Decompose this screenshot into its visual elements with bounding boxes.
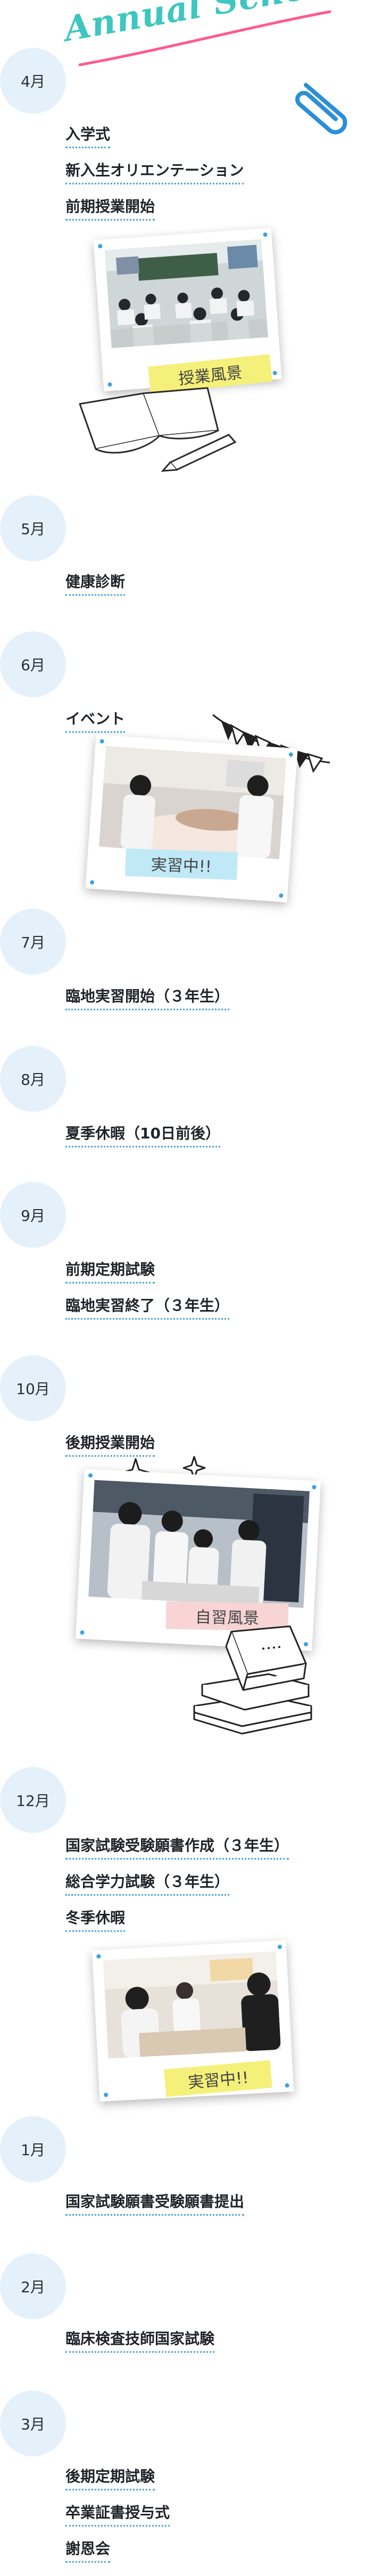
book-stack-icon <box>193 1625 312 1735</box>
event-item: 入学式 <box>65 125 111 148</box>
study-image <box>88 1480 310 1608</box>
event-item: 新入生オリエンテーション <box>65 162 244 184</box>
photo-practice-scene-2 <box>92 1940 294 2102</box>
corner-dot <box>103 2092 109 2097</box>
month-badge-oct: 10月 <box>0 1355 66 1421</box>
event-item: 後期定期試験 <box>65 2468 155 2490</box>
corner-dot <box>272 370 277 376</box>
event-item: 臨地実習終了（３年生） <box>65 1297 230 1320</box>
corner-dot <box>277 1945 282 1949</box>
corner-dot <box>279 893 284 898</box>
month-badge-jul: 7月 <box>0 909 66 975</box>
paperclip-icon <box>295 83 347 134</box>
event-item: イベント <box>65 710 126 733</box>
practice-image <box>98 746 287 859</box>
corner-dot <box>98 243 103 249</box>
event-item: 臨地実習開始（３年生） <box>65 987 230 1010</box>
event-item: 臨床検査技師国家試験 <box>65 2330 215 2353</box>
corner-dot <box>89 880 95 885</box>
month-badge-jan: 1月 <box>0 2116 66 2182</box>
month-badge-may: 5月 <box>0 495 66 561</box>
corner-dot <box>285 2083 289 2088</box>
corner-dot <box>288 752 294 757</box>
event-item: 謝恩会 <box>65 2540 111 2563</box>
photo-study-frame <box>75 1468 321 1651</box>
corner-dot <box>99 739 104 744</box>
month-badge-dec: 12月 <box>0 1767 66 1833</box>
photo-practice-scene <box>85 734 298 902</box>
event-item: 前期定期試験 <box>65 1261 155 1283</box>
event-item: 国家試験願書受験願書提出 <box>65 2193 245 2216</box>
corner-dot <box>263 232 268 237</box>
event-item: 国家試験受験願書作成（３年生） <box>65 1837 289 1860</box>
event-item: 夏季休暇（10日前後） <box>65 1125 220 1147</box>
corner-dot <box>80 1630 85 1635</box>
month-badge-jun: 6月 <box>0 631 66 697</box>
event-item: 総合学力試験（３年生） <box>65 1873 230 1896</box>
practice-image-2 <box>103 1951 281 2059</box>
month-badge-aug: 8月 <box>0 1046 66 1112</box>
month-badge-apr: 4月 <box>0 48 66 114</box>
classroom-image <box>104 239 269 349</box>
event-item: 冬季休暇 <box>65 1909 126 1932</box>
event-item: 健康診断 <box>65 573 126 596</box>
notebook-doodle-icon <box>79 387 237 472</box>
event-item: 前期授業開始 <box>65 198 155 221</box>
corner-dot <box>96 1954 101 1959</box>
caption-tape: 実習中!! <box>125 848 238 880</box>
month-badge-sep: 9月 <box>0 1182 66 1248</box>
title-underline <box>78 10 331 66</box>
month-badge-mar: 3月 <box>0 2391 66 2456</box>
page-header: Annual Schedule <box>0 0 374 74</box>
corner-dot <box>312 1485 317 1490</box>
event-item: 卒業証書授与式 <box>65 2504 170 2527</box>
month-badge-feb: 2月 <box>0 2253 66 2319</box>
photo-class-scene <box>93 227 282 392</box>
event-item: 後期授業開始 <box>65 1434 155 1457</box>
corner-dot <box>88 1473 93 1478</box>
